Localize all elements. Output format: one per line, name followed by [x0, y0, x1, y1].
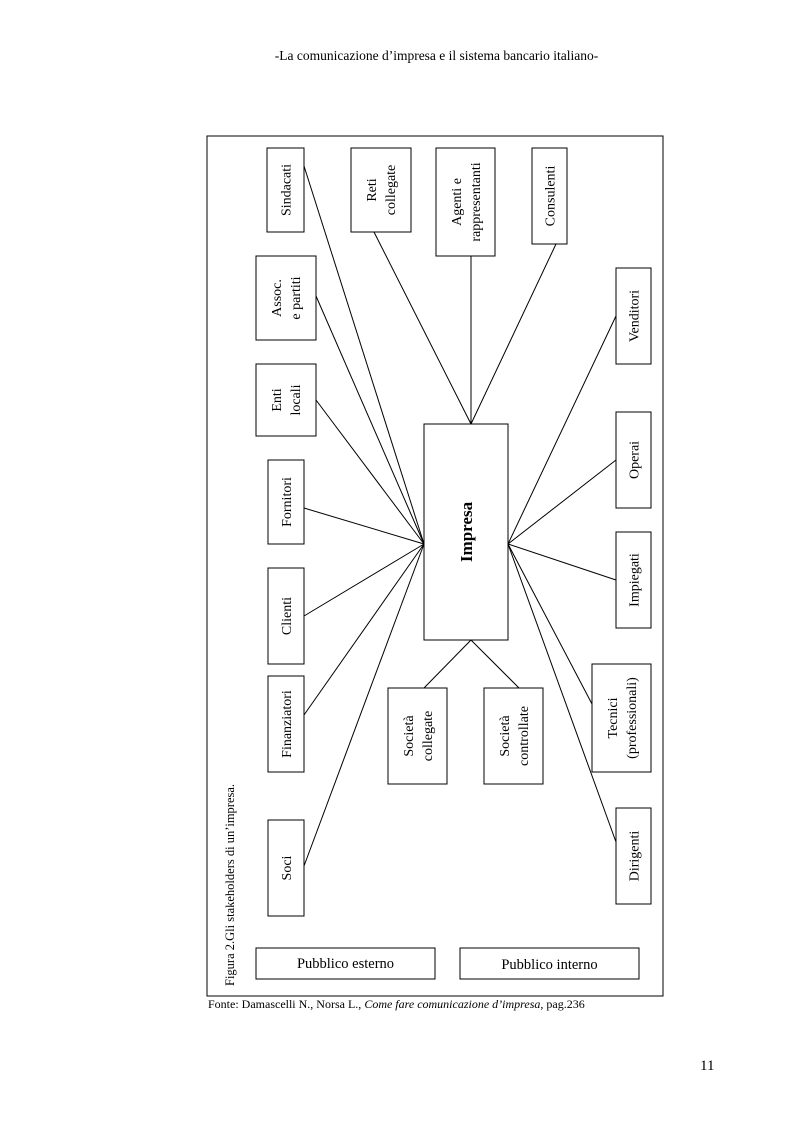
label-impiegati: Impiegati — [628, 553, 643, 607]
box-fornitori — [267, 459, 305, 545]
box-tecnici — [591, 663, 652, 773]
label-dirigenti: Dirigenti — [628, 831, 643, 882]
box-impresa — [423, 423, 509, 641]
label-agenti-2: rappresentanti — [469, 162, 484, 241]
box-pubblico-interno — [459, 947, 640, 980]
box-soc-collegate — [387, 687, 448, 785]
label-pubblico-esterno: Pubblico esterno — [297, 956, 394, 972]
label-soc-controllate-2: controllate — [517, 706, 532, 766]
line-fornitori — [303, 507, 425, 545]
box-venditori — [615, 267, 652, 365]
label-sindacati: Sindacati — [280, 164, 295, 216]
box-consulenti — [531, 147, 568, 245]
label-fornitori: Fornitori — [280, 477, 295, 527]
label-reti-1: Reti — [365, 178, 380, 201]
label-soc-collegate-1: Società — [402, 715, 417, 757]
line-sindacati — [303, 165, 425, 545]
line-soci — [303, 543, 425, 867]
label-finanziatori: Finanziatori — [280, 690, 295, 758]
stakeholder-boxes — [255, 147, 652, 980]
source-title: Come fare comunicazione d’impresa — [364, 997, 541, 1011]
label-pubblico-interno: Pubblico interno — [501, 957, 597, 973]
label-assoc-1: Assoc. — [270, 279, 285, 317]
source-suffix: , pag.236 — [540, 997, 585, 1011]
label-soc-controllate-1: Società — [498, 715, 513, 757]
page-number: 11 — [700, 1058, 715, 1074]
label-enti-2: locali — [289, 384, 304, 415]
box-assoc — [255, 255, 317, 341]
label-consulenti: Consulenti — [544, 166, 559, 227]
line-enti — [315, 399, 425, 545]
line-tecnici — [507, 543, 593, 705]
box-dirigenti — [615, 807, 652, 905]
label-agenti-1: Agenti e — [450, 178, 465, 226]
box-pubblico-esterno — [255, 947, 436, 980]
line-reti — [373, 231, 472, 425]
line-impiegati — [507, 543, 617, 581]
box-impiegati — [615, 531, 652, 629]
running-header: -La comunicazione d’impresa e il sistema… — [274, 48, 599, 63]
box-sindacati — [266, 147, 305, 233]
line-consulenti — [470, 243, 557, 425]
box-finanziatori — [267, 675, 305, 773]
box-soci — [267, 819, 305, 917]
box-agenti — [435, 147, 496, 257]
label-tecnici-1: Tecnici — [606, 697, 621, 738]
box-enti — [255, 363, 317, 437]
line-soc-controllate — [470, 639, 520, 689]
label-soci: Soci — [280, 855, 295, 880]
label-assoc-2: e partiti — [289, 276, 304, 319]
label-impresa: Impresa — [457, 501, 476, 562]
label-soc-collegate-2: collegate — [421, 711, 436, 762]
box-soc-controllate — [483, 687, 544, 785]
line-soc-collegate — [423, 639, 472, 689]
line-clienti — [303, 543, 425, 617]
connector-lines — [303, 165, 617, 867]
line-dirigenti — [507, 543, 617, 843]
label-venditori: Venditori — [628, 290, 643, 342]
box-operai — [615, 411, 652, 509]
label-reti-2: collegate — [384, 165, 399, 216]
label-tecnici-2: (professionali) — [625, 677, 640, 759]
label-enti-1: Enti — [270, 388, 285, 411]
figure-frame — [206, 135, 664, 997]
box-clienti — [267, 567, 305, 665]
label-clienti: Clienti — [280, 597, 295, 635]
source-line: Fonte: Damascelli N., Norsa L., Come far… — [208, 997, 585, 1012]
figure-caption: Figura 2.Gli stakeholders di un’impresa. — [223, 784, 237, 986]
line-venditori — [507, 315, 617, 545]
line-operai — [507, 459, 617, 545]
box-labels: Sindacati Reti collegate Agenti e rappre… — [270, 162, 643, 881]
box-reti — [350, 147, 412, 233]
source-prefix: Fonte: Damascelli N., Norsa L., — [208, 997, 365, 1011]
line-assoc — [315, 295, 425, 545]
line-finanziatori — [303, 543, 425, 716]
label-operai: Operai — [628, 441, 643, 479]
